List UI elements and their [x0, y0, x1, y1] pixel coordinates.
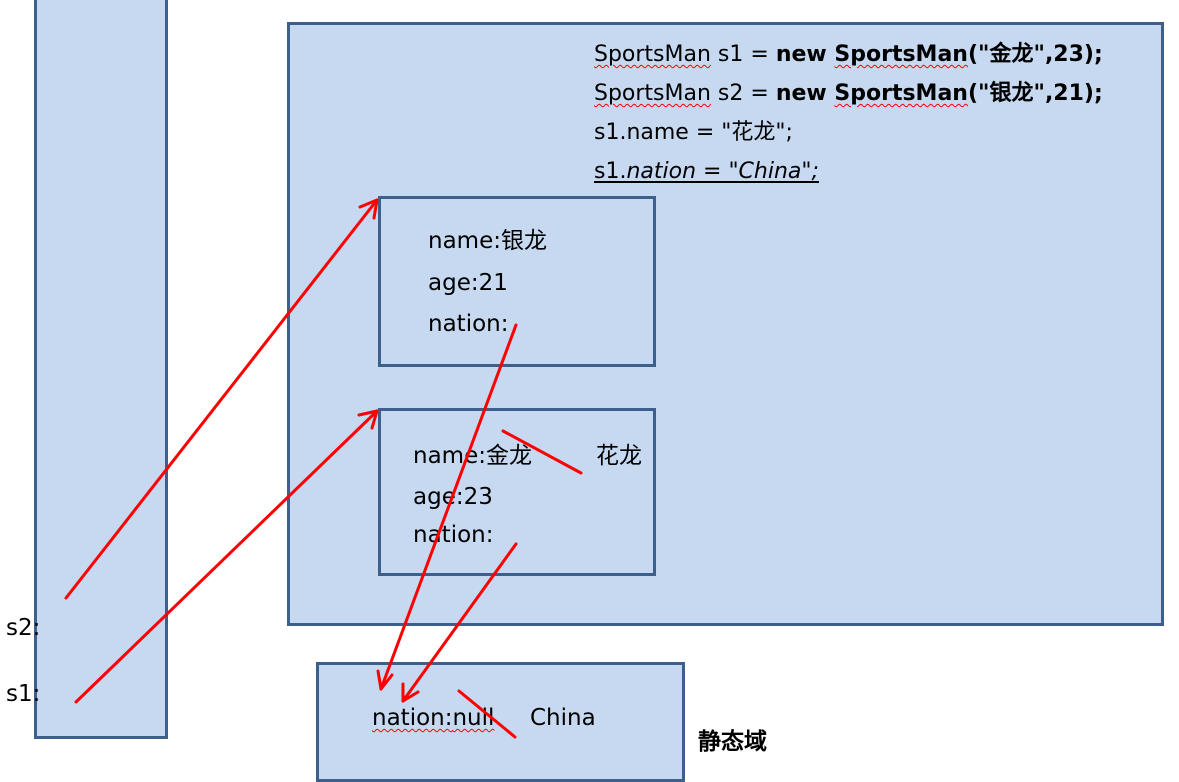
memory-diagram: SportsMan s1 = new SportsMan("金龙",23); S…: [6, 0, 1164, 782]
code-line-4: s1.nation = "China";: [594, 161, 819, 183]
arrow-s2-to-object: [64, 198, 379, 600]
constructor-args: ("银龙",21);: [967, 81, 1103, 106]
code-text: s1.: [594, 159, 627, 184]
class-name: SportsMan: [594, 81, 711, 106]
field-label: nation:: [372, 705, 453, 731]
object-s1: [378, 408, 656, 576]
s1-nation-field: nation:: [413, 522, 494, 548]
s2-age-field: age:21: [428, 270, 508, 296]
stack-label-s1: s1:: [6, 681, 41, 707]
arrow-s1-nation-to-static: [401, 542, 518, 703]
code-line-2: SportsMan s2 = new SportsMan("银龙",21);: [594, 83, 1103, 105]
strike-null: [457, 689, 517, 739]
static-new-nation-value: China: [530, 705, 596, 731]
keyword-new: new: [775, 42, 835, 67]
code-line-1: SportsMan s1 = new SportsMan("金龙",23);: [594, 44, 1103, 66]
class-name: SportsMan: [594, 42, 711, 67]
static-area-label: 静态域: [698, 729, 767, 755]
s2-nation-field: nation:: [428, 311, 509, 337]
code-text: s1 =: [710, 42, 776, 67]
arrowhead-s1: [357, 409, 379, 430]
field-value: 银龙: [500, 228, 547, 254]
keyword-new: new: [775, 81, 835, 106]
arrowhead-s2: [358, 198, 379, 220]
stack-label-s2: s2:: [6, 615, 41, 641]
strike-old-name: [501, 429, 583, 475]
arrowhead-s2-nation: [376, 669, 394, 691]
static-assignment: nation = "China";: [626, 159, 819, 184]
code-line-3: s1.name = "花龙";: [594, 120, 793, 145]
class-name: SportsMan: [834, 81, 968, 106]
s1-name-field: name:金龙: [413, 445, 532, 468]
field-label: name:: [428, 228, 501, 254]
object-s2: [378, 196, 656, 367]
field-label: name:: [413, 443, 486, 469]
arrow-s1-to-object: [74, 409, 379, 704]
code-text: s2 =: [710, 81, 776, 106]
constructor-args: ("金龙",23);: [967, 42, 1103, 67]
reference-arrows: [64, 198, 583, 739]
s2-name-field: name:银龙: [428, 230, 547, 253]
arrowhead-s1-nation: [401, 682, 420, 703]
class-name: SportsMan: [834, 42, 968, 67]
arrow-s2-nation-to-static: [379, 323, 518, 691]
old-name-value: 金龙: [485, 443, 532, 469]
stack-column: [34, 0, 168, 739]
s1-new-name-value: 花龙: [596, 443, 642, 469]
